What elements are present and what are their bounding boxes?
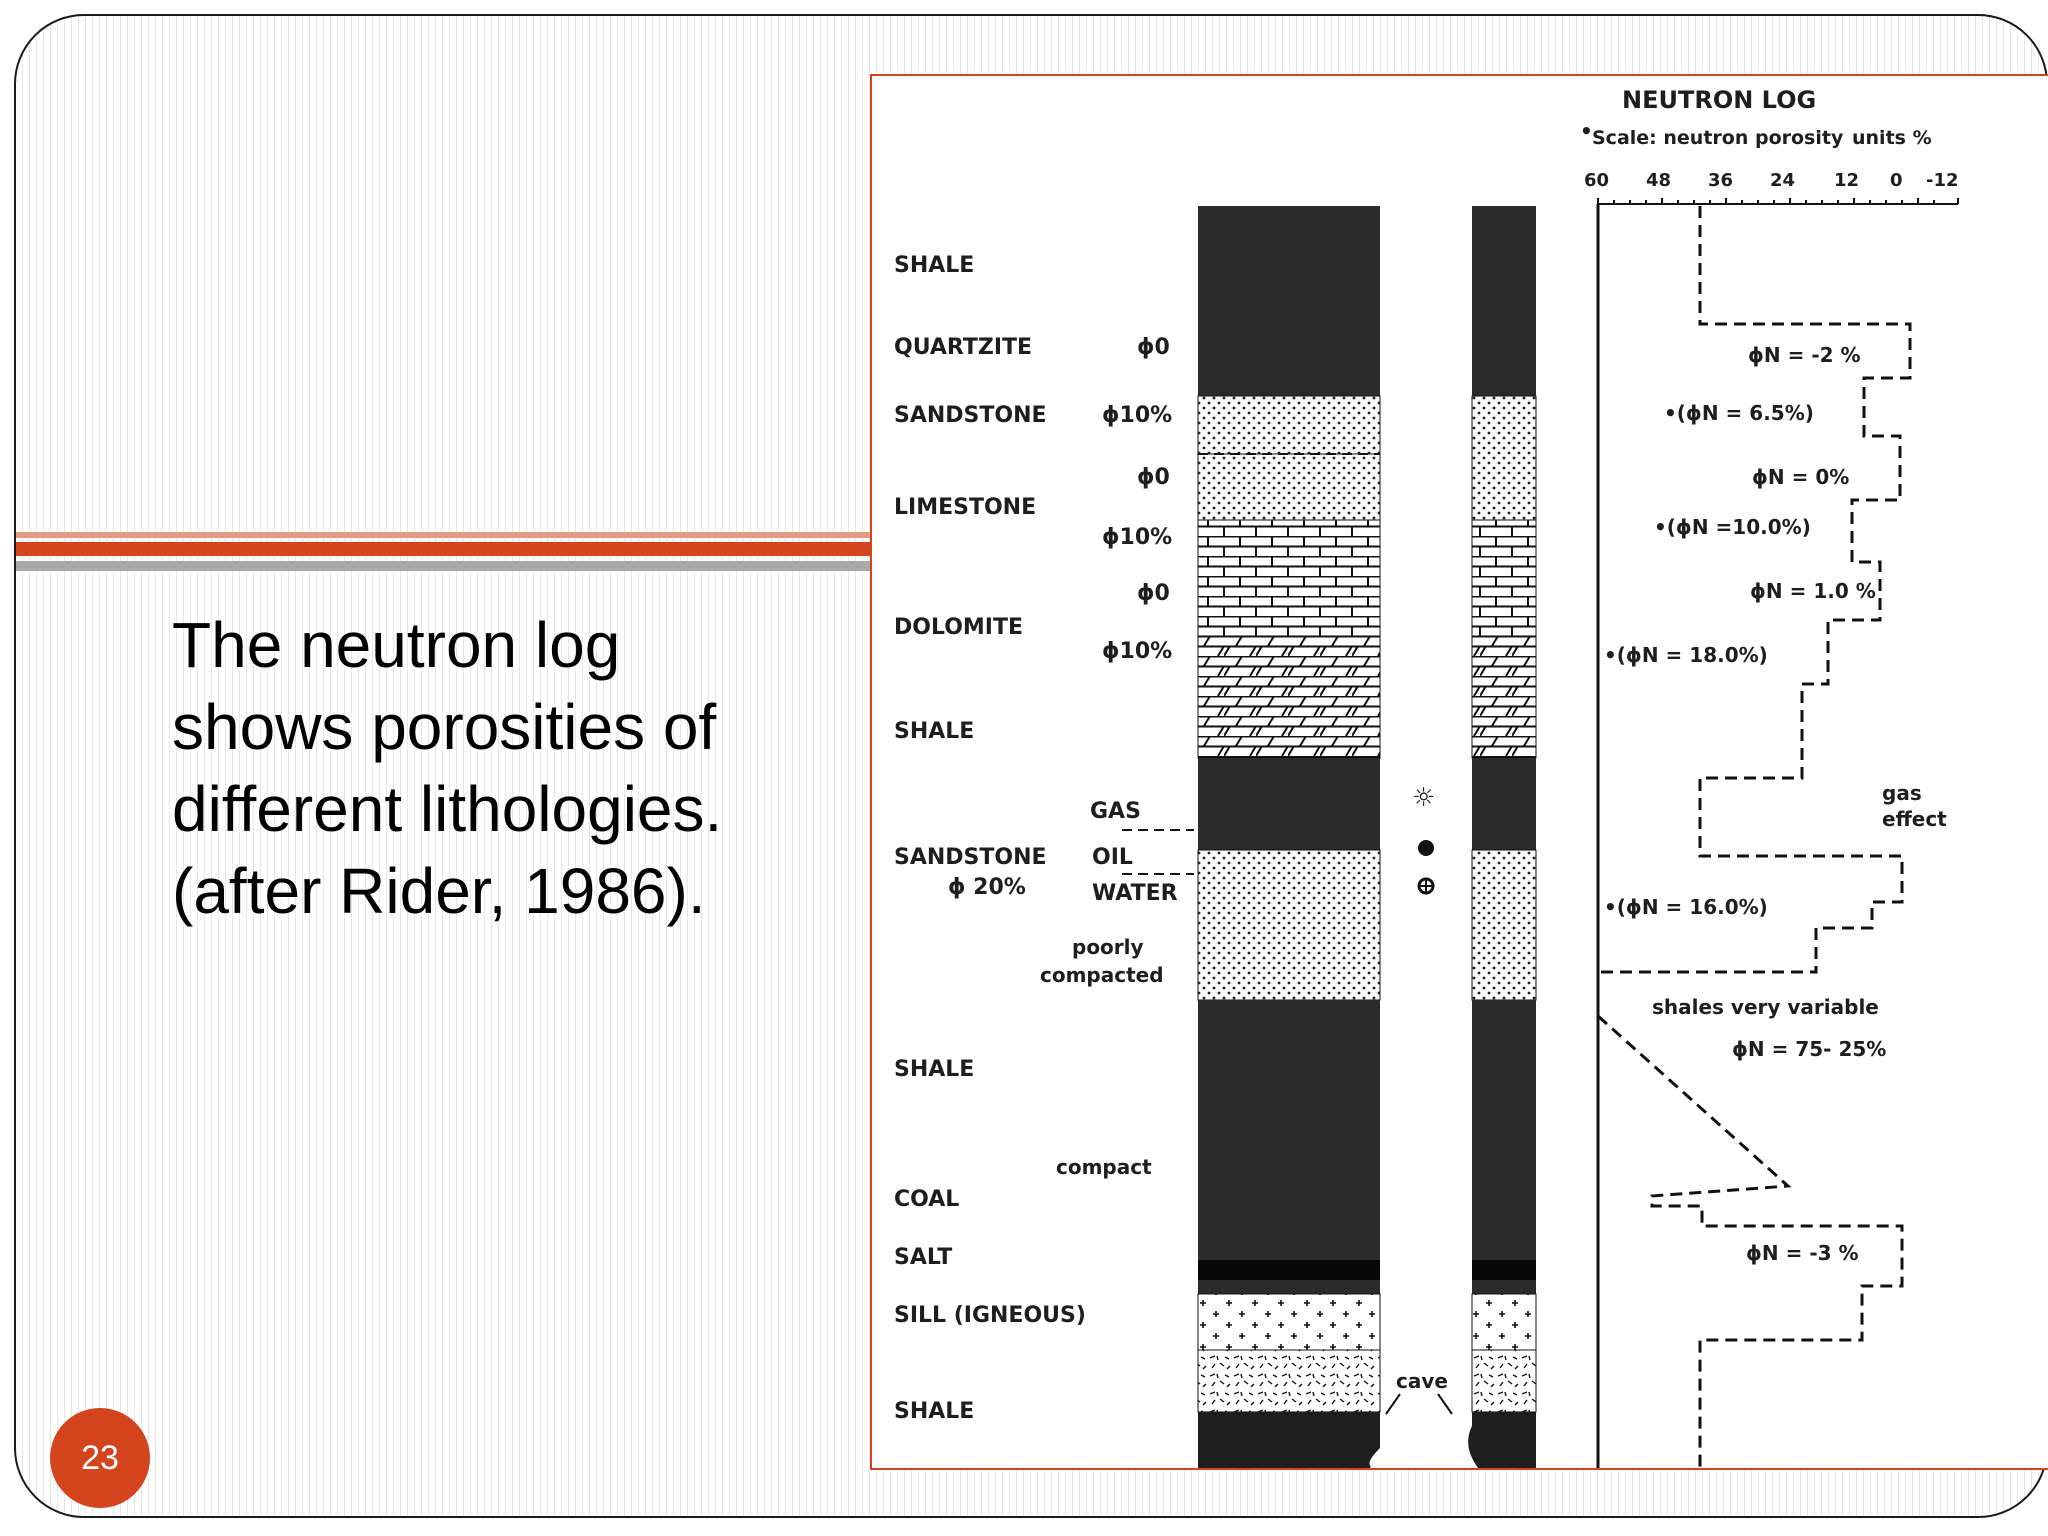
litho-label: SALT (894, 1245, 952, 1270)
litho-label: SILL (IGNEOUS) (894, 1303, 1086, 1328)
litho-label: SANDSTONE (894, 845, 1047, 870)
shale-layer (1198, 1000, 1380, 1260)
log-annotation: •(ϕN = 18.0%) (1604, 643, 1768, 667)
litho-label: QUARTZITE (894, 335, 1032, 360)
porosity-label: ϕ10% (1102, 525, 1172, 550)
litho-label: SHALE (894, 1399, 974, 1424)
litho-label: SHALE (894, 719, 974, 744)
litho-label: SHALE (894, 253, 974, 278)
fluid-label: GAS (1090, 799, 1141, 824)
tick-label: 12 (1834, 170, 1859, 191)
accent-bar (16, 542, 1016, 556)
log-annotation: ϕN = 75- 25% (1732, 1037, 1886, 1061)
log-annotation: ϕN = 0% (1752, 465, 1849, 489)
quartzite-layer (1197, 395, 1381, 455)
scale-ticks: 60 48 36 24 12 0 -12 (1584, 170, 1959, 191)
shale-layer (1198, 758, 1380, 850)
sill-layer (1197, 1349, 1381, 1413)
litho-label: COAL (894, 1187, 959, 1212)
note-label: compact (1056, 1155, 1152, 1179)
slide-body-text: The neutron log shows porosities of diff… (172, 604, 832, 932)
lithology-column (1197, 206, 1381, 1468)
accent-bar-light (16, 532, 1016, 538)
porosity-label: ϕ0 (1137, 335, 1170, 360)
log-annotation: •(ϕN = 6.5%) (1664, 401, 1814, 425)
lithology-labels: SHALE QUARTZITE ϕ0 SANDSTONE ϕ10% ϕ0 LIM… (894, 253, 1194, 1424)
tick-label: 60 (1584, 170, 1609, 191)
porosity-label: ϕ 20% (948, 875, 1026, 900)
litho-label: DOLOMITE (894, 615, 1023, 640)
log-annotation: gas (1882, 781, 1922, 805)
log-annotation: •(ϕN = 16.0%) (1604, 895, 1768, 919)
porosity-label: ϕ0 (1137, 581, 1170, 606)
log-annotation: ϕN = -2 % (1748, 343, 1861, 367)
units-label: units % (1852, 127, 1932, 149)
litho-label: SHALE (894, 1057, 974, 1082)
slide-number-badge: 23 (50, 1408, 150, 1508)
litho-label: SANDSTONE (894, 403, 1047, 428)
porosity-label: ϕ10% (1102, 403, 1172, 428)
body-line: shows porosities of (172, 691, 717, 763)
note-label: poorly (1072, 935, 1144, 959)
borehole-column (1468, 206, 1537, 1468)
fluid-label: WATER (1092, 881, 1178, 906)
log-annotation: shales very variable (1652, 995, 1879, 1019)
tick-label: 24 (1770, 170, 1795, 191)
body-line: (after Rider, 1986). (172, 855, 706, 927)
scale-label: Scale: neutron porosity (1592, 127, 1844, 149)
sandstone-layer (1197, 453, 1381, 521)
porosity-label: ϕ0 (1137, 465, 1170, 490)
porous-sandstone-layer (1197, 849, 1381, 1001)
neutron-log-diagram: NEUTRON LOG • Scale: neutron porosity un… (894, 86, 1959, 1468)
log-annotation: •(ϕN =10.0%) (1654, 515, 1811, 539)
shale-layer (1198, 206, 1380, 396)
tick-label: 48 (1646, 170, 1671, 191)
porosity-label: ϕ10% (1102, 639, 1172, 664)
tick-label: 0 (1890, 170, 1903, 191)
shale-layer (1198, 1412, 1380, 1468)
fluid-symbols: ☼ (1412, 783, 1435, 895)
tick-label: 36 (1708, 170, 1733, 191)
log-annotations: ϕN = -2 % •(ϕN = 6.5%) ϕN = 0% •(ϕN =10.… (1604, 343, 1947, 1265)
gas-symbol-icon: ☼ (1412, 783, 1435, 813)
log-annotation: ϕN = 1.0 % (1750, 579, 1876, 603)
salt-layer (1197, 1293, 1381, 1351)
dolomite-layer (1197, 635, 1381, 759)
body-line: different lithologies. (172, 773, 723, 845)
coal-layer (1198, 1260, 1380, 1280)
scale-axis (1597, 198, 1959, 205)
litho-label: LIMESTONE (894, 495, 1036, 520)
neutron-log-curve (1596, 206, 1912, 1468)
fluid-label: OIL (1092, 845, 1133, 870)
note-label: compacted (1040, 963, 1164, 987)
bullet-marker: • (1580, 119, 1593, 143)
oil-symbol-icon (1418, 840, 1434, 856)
limestone-layer (1197, 519, 1381, 637)
log-annotation: ϕN = -3 % (1746, 1241, 1859, 1265)
log-annotation: effect (1882, 807, 1947, 831)
body-line: The neutron log (172, 609, 621, 681)
accent-bar-gray (16, 561, 1016, 571)
cave-label: cave (1396, 1369, 1448, 1393)
log-title: NEUTRON LOG (1622, 86, 1816, 114)
tick-label: -12 (1926, 170, 1959, 191)
neutron-log-figure: NEUTRON LOG • Scale: neutron porosity un… (870, 74, 2048, 1470)
